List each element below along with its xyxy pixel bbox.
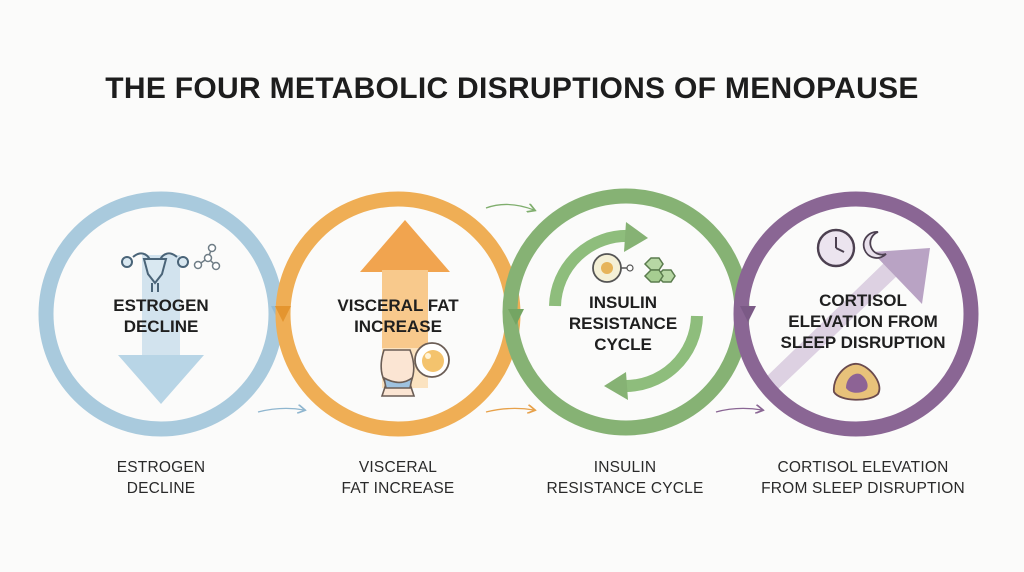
connector-arrow-4: [715, 408, 762, 412]
cell-receptor-icon: [592, 253, 634, 283]
moon-icon: [862, 231, 887, 259]
diagram-title: THE FOUR METABOLIC DISRUPTIONS OF MENOPA…: [105, 72, 919, 105]
fat-cell-icon: [414, 342, 450, 378]
connector-arrow-2: [485, 204, 534, 210]
connector-arrows: [257, 204, 762, 412]
torso-icon: [380, 349, 416, 397]
glucose-molecule-icon: [643, 257, 676, 283]
uterus-icon: [121, 252, 189, 292]
molecule-icon: [193, 243, 221, 271]
connector-arrow-1: [257, 408, 304, 412]
stage-cortisol-graphic: [733, 191, 979, 437]
clock-icon: [816, 228, 856, 268]
adrenal-gland-icon: [833, 363, 881, 401]
diagonal-arrow-icon: [763, 248, 930, 392]
connector-arrow-3: [485, 408, 534, 412]
stage-estrogen-graphic: [38, 191, 287, 437]
cortisol-ring: [733, 191, 979, 437]
cycle-arrows-icon: [549, 222, 703, 400]
